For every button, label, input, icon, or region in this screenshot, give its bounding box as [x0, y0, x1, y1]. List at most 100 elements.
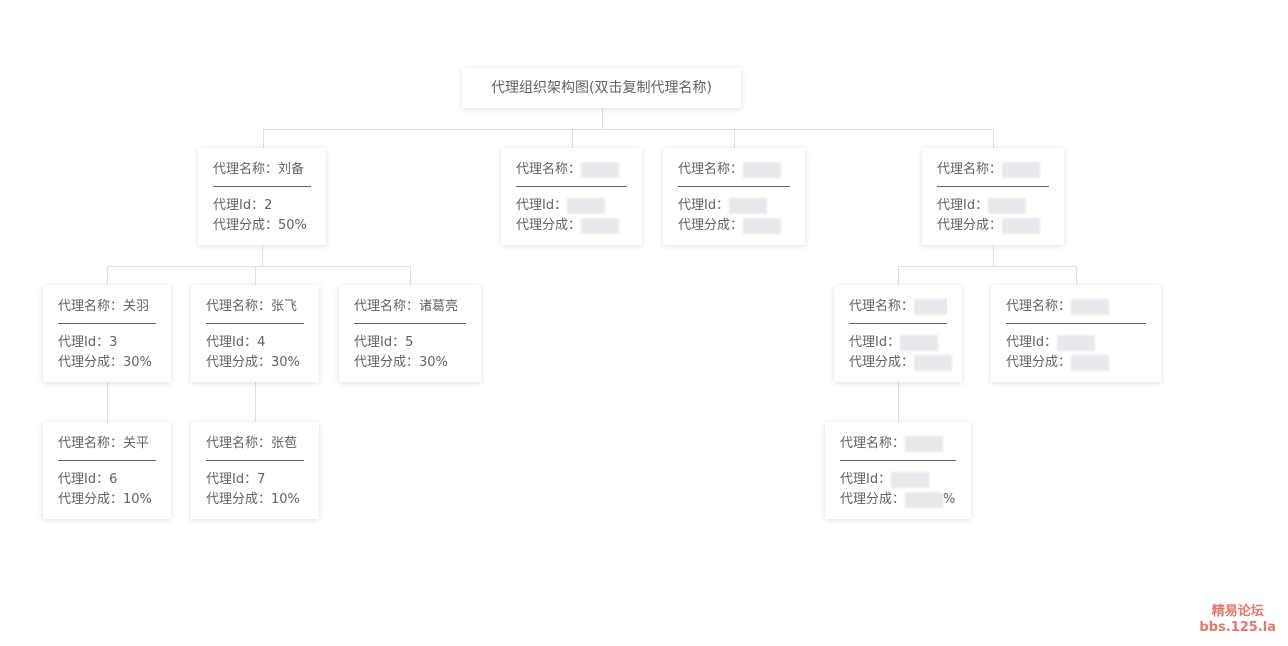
- agent-node[interactable]: 代理名称： 代理Id： 代理分成：: [663, 148, 805, 245]
- divider: [937, 186, 1049, 187]
- agent-name[interactable]: 关平: [123, 436, 150, 451]
- share-label: 代理分成：: [849, 355, 915, 370]
- share-label: 代理分成：: [840, 492, 906, 507]
- watermark-title: 精易论坛: [1211, 604, 1264, 619]
- id-label: 代理Id：: [1006, 335, 1058, 350]
- redacted-mask: [581, 161, 620, 178]
- redacted-mask: [1057, 334, 1096, 351]
- name-label: 代理名称：: [678, 162, 744, 177]
- connector: [262, 245, 263, 266]
- agent-node[interactable]: 代理名称：刘备 代理Id：2 代理分成：50%: [198, 148, 326, 245]
- share-label: 代理分成：: [516, 218, 582, 233]
- divider: [206, 323, 304, 324]
- agent-node[interactable]: 代理名称： 代理Id： 代理分成：%: [825, 422, 971, 519]
- redacted-mask: [891, 471, 930, 488]
- id-label: 代理Id：: [849, 335, 901, 350]
- redacted-mask: [1071, 354, 1110, 371]
- org-chart-root[interactable]: 代理组织架构图(双击复制代理名称): [462, 68, 741, 108]
- agent-id: 7: [257, 472, 266, 487]
- agent-name[interactable]: 关羽: [123, 299, 150, 314]
- redacted-mask: [900, 334, 939, 351]
- connector: [993, 245, 994, 266]
- redacted-mask: [743, 217, 782, 234]
- agent-node[interactable]: 代理名称： 代理Id： 代理分成：: [922, 148, 1064, 245]
- connector: [107, 266, 411, 267]
- agent-node[interactable]: 代理名称： 代理Id： 代理分成：: [834, 285, 962, 382]
- share-label: 代理分成：: [678, 218, 744, 233]
- agent-share: 10%: [271, 492, 300, 507]
- connector: [263, 129, 264, 148]
- connector: [734, 129, 735, 148]
- redacted-mask: [914, 354, 953, 371]
- agent-name[interactable]: 张飞: [271, 299, 298, 314]
- name-label: 代理名称：: [58, 299, 124, 314]
- agent-share: 10%: [123, 492, 152, 507]
- share-label: 代理分成：: [354, 355, 420, 370]
- divider: [840, 460, 956, 461]
- redacted-mask: [581, 217, 620, 234]
- divider: [516, 186, 627, 187]
- name-label: 代理名称：: [937, 162, 1003, 177]
- redacted-mask: [1002, 217, 1041, 234]
- redacted-mask: [914, 298, 947, 315]
- divider: [678, 186, 790, 187]
- agent-node[interactable]: 代理名称：张飞 代理Id：4 代理分成：30%: [191, 285, 319, 382]
- name-label: 代理名称：: [206, 299, 272, 314]
- connector: [107, 266, 108, 285]
- share-label: 代理分成：: [206, 492, 272, 507]
- connector: [255, 266, 256, 285]
- redacted-mask: [1002, 161, 1041, 178]
- agent-id: 3: [109, 335, 118, 350]
- agent-id: 6: [109, 472, 118, 487]
- name-label: 代理名称：: [206, 436, 272, 451]
- name-label: 代理名称：: [354, 299, 420, 314]
- divider: [58, 460, 156, 461]
- divider: [213, 186, 311, 187]
- redacted-mask: [905, 491, 944, 508]
- share-label: 代理分成：: [206, 355, 272, 370]
- agent-node[interactable]: 代理名称：诸葛亮 代理Id：5 代理分成：30%: [339, 285, 481, 382]
- agent-id: 5: [405, 335, 414, 350]
- agent-node[interactable]: 代理名称：关羽 代理Id：3 代理分成：30%: [43, 285, 171, 382]
- share-label: 代理分成：: [1006, 355, 1072, 370]
- id-label: 代理Id：: [516, 198, 568, 213]
- connector: [410, 266, 411, 285]
- share-label: 代理分成：: [58, 355, 124, 370]
- connector: [1076, 266, 1077, 285]
- agent-node[interactable]: 代理名称：关平 代理Id：6 代理分成：10%: [43, 422, 171, 519]
- agent-node[interactable]: 代理名称： 代理Id： 代理分成：: [501, 148, 642, 245]
- share-label: 代理分成：: [213, 218, 279, 233]
- agent-share: 30%: [271, 355, 300, 370]
- agent-node[interactable]: 代理名称： 代理Id： 代理分成：: [991, 285, 1161, 382]
- agent-name[interactable]: 张苞: [271, 436, 298, 451]
- divider: [58, 323, 156, 324]
- connector: [898, 266, 899, 285]
- id-label: 代理Id：: [678, 198, 730, 213]
- connector: [898, 382, 899, 422]
- name-label: 代理名称：: [849, 299, 915, 314]
- name-label: 代理名称：: [840, 436, 906, 451]
- share-label: 代理分成：: [937, 218, 1003, 233]
- name-label: 代理名称：: [58, 436, 124, 451]
- connector: [993, 129, 994, 148]
- agent-node[interactable]: 代理名称：张苞 代理Id：7 代理分成：10%: [191, 422, 319, 519]
- redacted-mask: [729, 197, 768, 214]
- id-label: 代理Id：: [206, 472, 258, 487]
- watermark: 精易论坛 bbs.125.la: [1199, 604, 1276, 636]
- redacted-mask: [988, 197, 1027, 214]
- divider: [354, 323, 466, 324]
- connector: [107, 382, 108, 422]
- redacted-mask: [1071, 298, 1110, 315]
- redacted-mask: [905, 435, 944, 452]
- id-label: 代理Id：: [58, 335, 110, 350]
- agent-share: 30%: [123, 355, 152, 370]
- id-label: 代理Id：: [58, 472, 110, 487]
- id-label: 代理Id：: [206, 335, 258, 350]
- agent-id: 4: [257, 335, 266, 350]
- agent-name[interactable]: 刘备: [278, 162, 305, 177]
- agent-share: 30%: [419, 355, 448, 370]
- agent-name[interactable]: 诸葛亮: [419, 299, 459, 314]
- divider: [849, 323, 947, 324]
- share-label: 代理分成：: [58, 492, 124, 507]
- name-label: 代理名称：: [213, 162, 279, 177]
